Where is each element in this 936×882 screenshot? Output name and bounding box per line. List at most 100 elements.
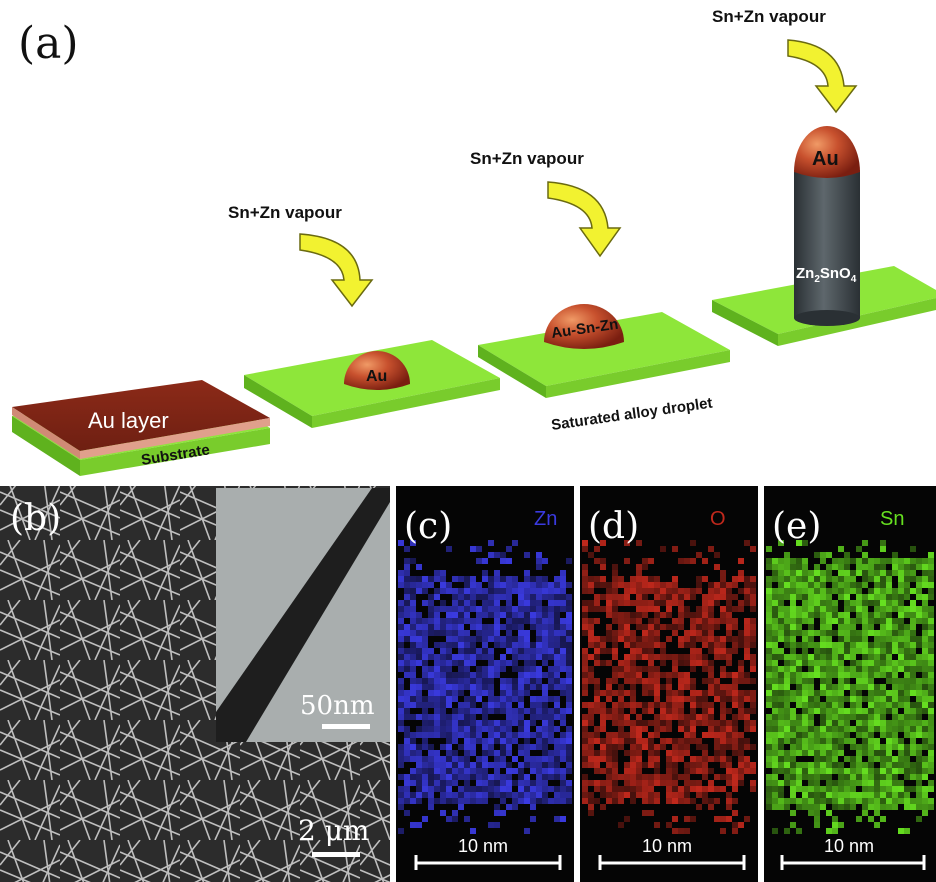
map-pixel	[832, 558, 838, 564]
map-pixel	[536, 558, 542, 564]
map-pixel	[512, 690, 518, 696]
map-pixel	[678, 678, 684, 684]
map-pixel	[458, 714, 464, 720]
map-pixel	[500, 606, 506, 612]
map-pixel	[726, 780, 732, 786]
map-pixel	[506, 744, 512, 750]
map-pixel	[928, 732, 934, 738]
map-pixel	[714, 750, 720, 756]
map-pixel	[886, 786, 892, 792]
map-pixel	[548, 672, 554, 678]
map-pixel	[750, 660, 756, 666]
map-pixel	[796, 624, 802, 630]
map-pixel	[750, 576, 756, 582]
map-pixel	[536, 654, 542, 660]
map-pixel	[886, 690, 892, 696]
map-pixel	[928, 666, 934, 672]
sn-element-label: Sn	[880, 508, 904, 530]
map-pixel	[772, 732, 778, 738]
map-pixel	[488, 720, 494, 726]
map-pixel	[594, 660, 600, 666]
map-pixel	[630, 726, 636, 732]
map-pixel	[772, 786, 778, 792]
map-pixel	[838, 726, 844, 732]
map-pixel	[600, 780, 606, 786]
map-pixel	[904, 750, 910, 756]
map-pixel	[874, 594, 880, 600]
map-pixel	[582, 630, 588, 636]
map-pixel	[446, 582, 452, 588]
map-pixel	[886, 642, 892, 648]
map-pixel	[410, 612, 416, 618]
map-pixel	[618, 666, 624, 672]
map-pixel	[856, 696, 862, 702]
map-pixel	[772, 648, 778, 654]
map-pixel	[588, 642, 594, 648]
map-pixel	[624, 618, 630, 624]
map-pixel	[582, 684, 588, 690]
map-pixel	[928, 714, 934, 720]
map-pixel	[898, 792, 904, 798]
map-pixel	[660, 684, 666, 690]
map-pixel	[518, 726, 524, 732]
map-pixel	[904, 708, 910, 714]
map-pixel	[560, 768, 566, 774]
map-pixel	[784, 588, 790, 594]
map-pixel	[898, 606, 904, 612]
map-pixel	[672, 594, 678, 600]
map-pixel	[446, 672, 452, 678]
map-pixel	[636, 762, 642, 768]
map-pixel	[738, 600, 744, 606]
map-pixel	[452, 624, 458, 630]
map-pixel	[488, 744, 494, 750]
map-pixel	[482, 588, 488, 594]
map-pixel	[820, 804, 826, 810]
map-pixel	[766, 606, 772, 612]
map-pixel	[500, 558, 506, 564]
map-pixel	[612, 636, 618, 642]
map-pixel	[536, 606, 542, 612]
map-pixel	[802, 558, 808, 564]
map-pixel	[594, 702, 600, 708]
map-pixel	[642, 786, 648, 792]
map-pixel	[690, 588, 696, 594]
map-pixel	[428, 768, 434, 774]
map-pixel	[808, 630, 814, 636]
map-pixel	[470, 678, 476, 684]
map-pixel	[500, 684, 506, 690]
map-pixel	[536, 780, 542, 786]
map-pixel	[524, 666, 530, 672]
map-pixel	[660, 654, 666, 660]
map-pixel	[714, 738, 720, 744]
map-pixel	[530, 684, 536, 690]
zn-element-label: Zn	[534, 508, 557, 530]
map-pixel	[868, 618, 874, 624]
map-pixel	[690, 624, 696, 630]
map-pixel	[916, 654, 922, 660]
map-pixel	[582, 618, 588, 624]
map-pixel	[630, 630, 636, 636]
map-pixel	[452, 660, 458, 666]
map-pixel	[838, 576, 844, 582]
map-pixel	[398, 606, 404, 612]
map-pixel	[898, 648, 904, 654]
map-pixel	[832, 714, 838, 720]
map-pixel	[630, 690, 636, 696]
map-pixel	[802, 570, 808, 576]
map-pixel	[440, 678, 446, 684]
map-pixel	[548, 756, 554, 762]
map-pixel	[470, 798, 476, 804]
map-pixel	[726, 774, 732, 780]
map-pixel	[464, 786, 470, 792]
map-pixel	[440, 606, 446, 612]
map-pixel	[790, 738, 796, 744]
map-pixel	[512, 642, 518, 648]
map-pixel	[928, 702, 934, 708]
map-pixel	[690, 654, 696, 660]
map-pixel	[618, 696, 624, 702]
map-pixel	[732, 732, 738, 738]
map-pixel	[874, 756, 880, 762]
map-pixel	[542, 618, 548, 624]
map-pixel	[518, 588, 524, 594]
map-pixel	[630, 798, 636, 804]
